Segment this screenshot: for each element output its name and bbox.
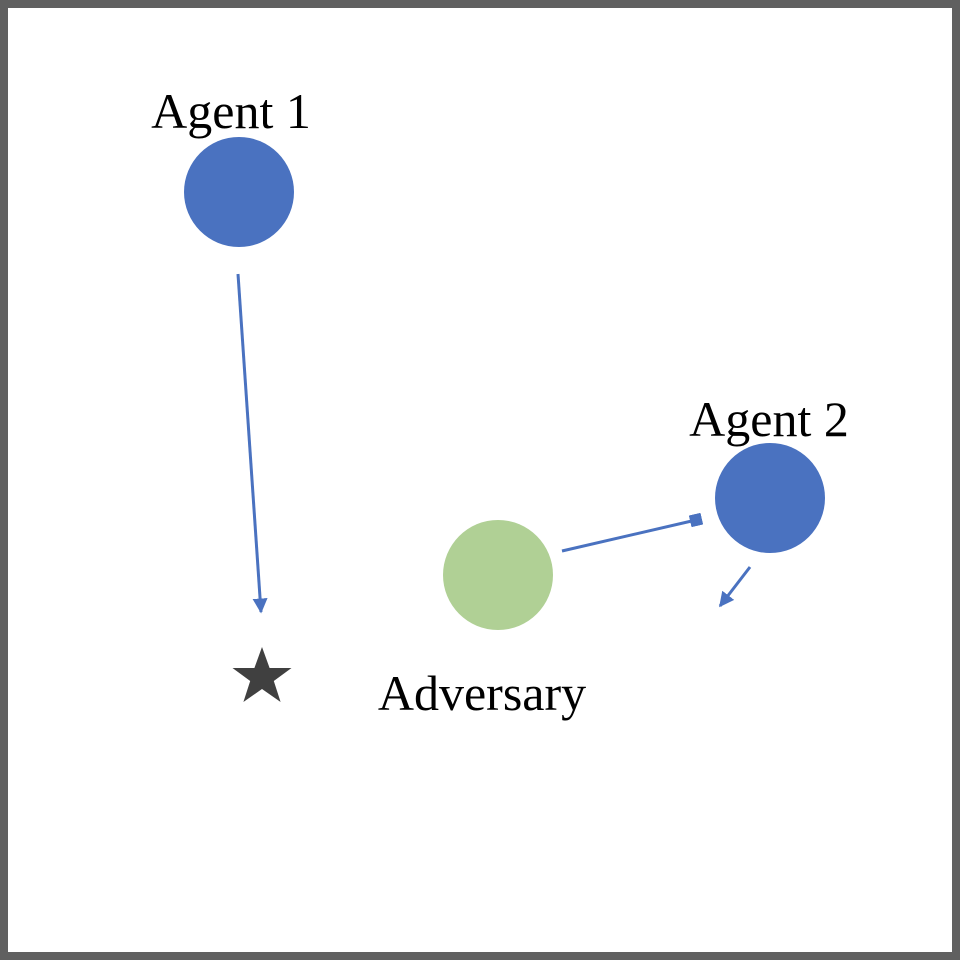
- scene-canvas: [184, 137, 825, 702]
- adversary-arrow: [561, 512, 704, 553]
- agent-2-arrow: [718, 566, 752, 608]
- agent-1-label: Agent 1: [151, 83, 311, 139]
- agent-2-circle: [715, 443, 825, 553]
- adversary-label: Adversary: [377, 665, 587, 721]
- agent-2-label: Agent 2: [689, 391, 849, 447]
- star-icon: [232, 647, 292, 702]
- agent-1-circle: [184, 137, 294, 247]
- adversary-circle: [443, 520, 553, 630]
- agent-1-arrow: [236, 273, 268, 614]
